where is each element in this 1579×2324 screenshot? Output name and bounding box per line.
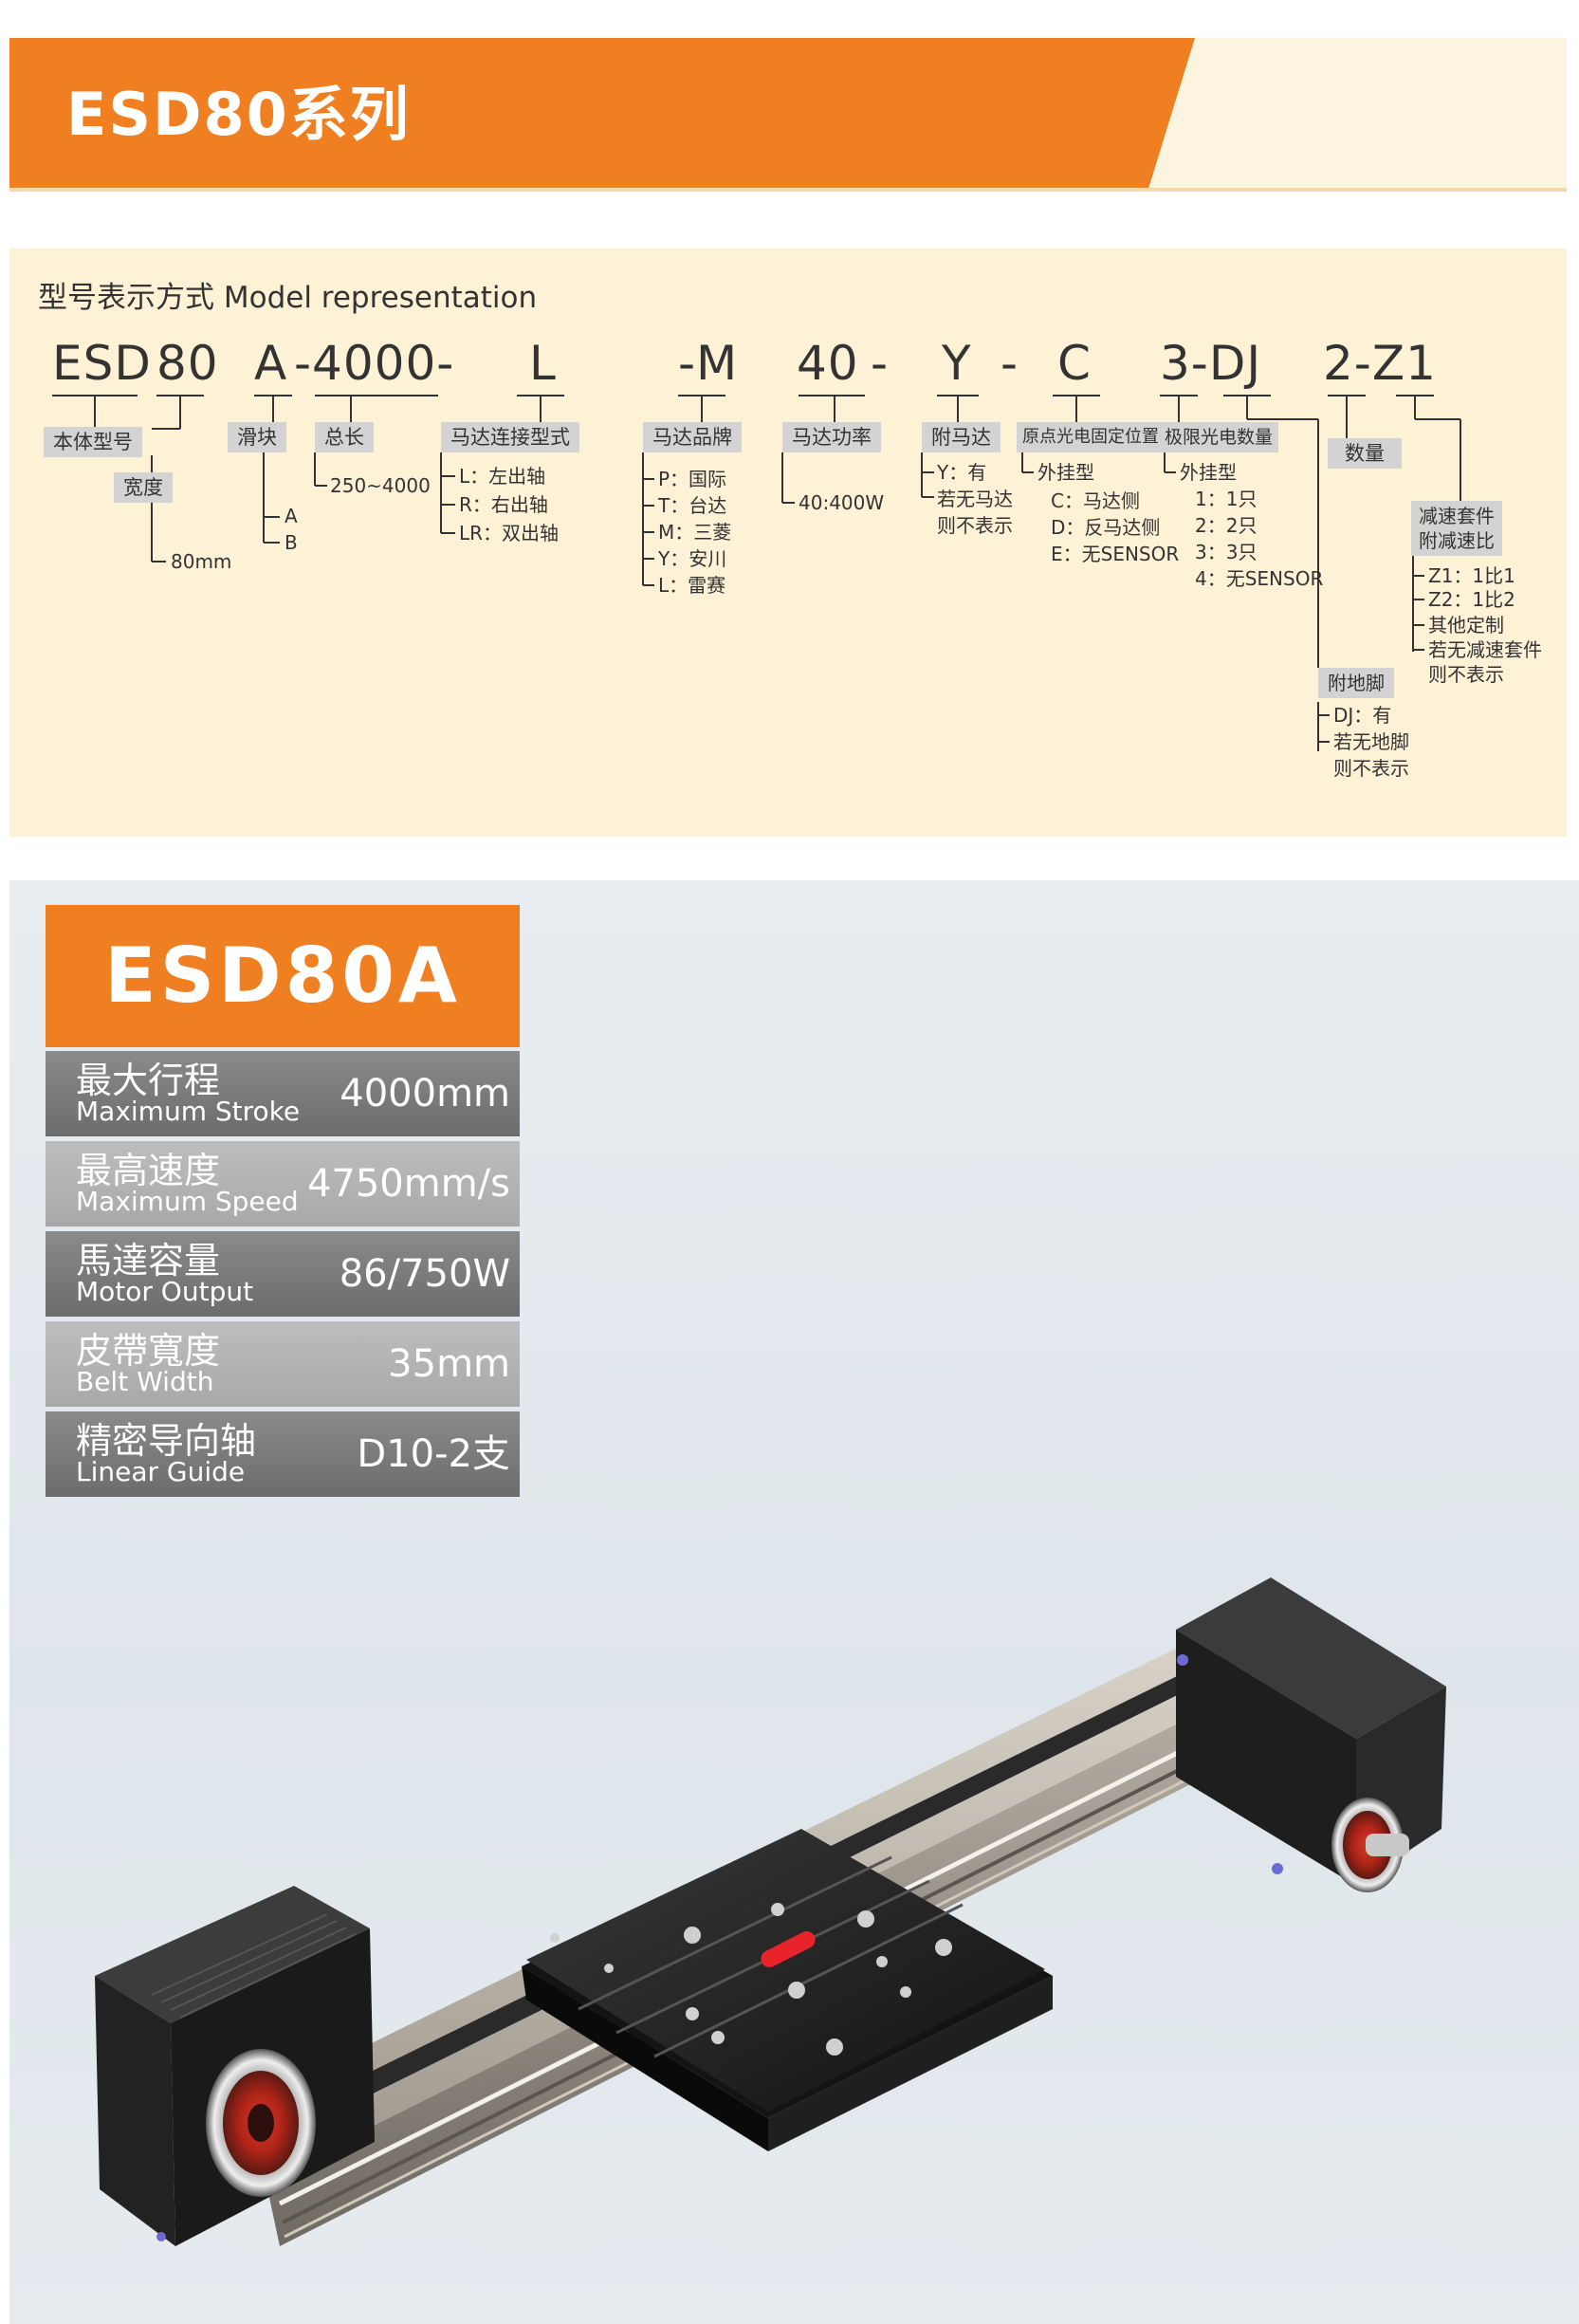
option-slider-a: A (285, 505, 298, 527)
option-conn-r: R：右出轴 (459, 493, 548, 516)
code-dash-2: - (1001, 336, 1019, 391)
spec-linear-guide: 精密导向轴 Linear Guide D10-2支 (46, 1411, 520, 1497)
label-connection-type: 马达连接型式 (441, 422, 579, 452)
spec-value: 4750mm/s (306, 1162, 510, 1206)
code-length: -4000- (294, 336, 455, 391)
spec-label-en: Motor Output (76, 1276, 254, 1307)
linear-actuator-image (95, 1577, 1446, 2246)
option-brand-y: Y：安川 (658, 547, 727, 570)
label-foot: 附地脚 (1318, 668, 1394, 698)
carriage-slider (522, 1829, 1053, 2151)
code-sensor: C (1057, 336, 1092, 391)
option-reducer-custom: 其他定制 (1428, 614, 1504, 636)
code-motor: Y (942, 336, 972, 391)
option-limit-4: 4：无SENSOR (1195, 567, 1324, 590)
option-motor-none: 若无马达 (937, 488, 1013, 510)
label-motor-brand: 马达品牌 (643, 422, 742, 452)
spec-max-speed: 最高速度 Maximum Speed 4750mm/s (46, 1141, 520, 1227)
spec-label-zh: 馬達容量 (76, 1240, 221, 1282)
code-connection: L (529, 336, 557, 391)
option-brand-m: M：三菱 (658, 521, 732, 544)
option-reducer-omit: 则不表示 (1428, 663, 1504, 686)
option-length: 250~4000 (330, 474, 431, 497)
spec-card: ESD80A 最大行程 Maximum Stroke 4000mm 最高速度 M… (46, 905, 520, 1502)
label-reducer-kit: 减速套件 附减速比 (1411, 501, 1502, 556)
option-foot-none: 若无地脚 (1333, 730, 1409, 753)
connector-lines (52, 395, 1461, 751)
option-origin-c: C：马达侧 (1051, 489, 1140, 512)
spec-belt-width: 皮帶寬度 Belt Width 35mm (46, 1321, 520, 1407)
spec-label-zh: 皮帶寬度 (76, 1330, 221, 1372)
spec-value: 4000mm (340, 1072, 510, 1116)
option-foot-dj: DJ：有 (1333, 704, 1392, 727)
option-limit-2: 2：2只 (1195, 514, 1258, 537)
model-representation-panel: 型号表示方式 Model representation (9, 249, 1567, 837)
option-limit-external: 外挂型 (1180, 461, 1237, 484)
spec-value: 35mm (388, 1342, 510, 1386)
option-origin-e: E：无SENSOR (1051, 543, 1180, 565)
carriage-indicator-light (761, 1931, 816, 1967)
option-reducer-z1: Z1：1比1 (1428, 564, 1515, 587)
code-dash-1: - (871, 336, 890, 391)
option-slider-b: B (285, 531, 298, 554)
label-length: 总长 (315, 422, 374, 452)
option-foot-omit: 则不表示 (1333, 757, 1409, 780)
option-power: 40:400W (799, 491, 885, 514)
option-conn-lr: LR：双出轴 (459, 522, 560, 544)
far-end-housing (1176, 1577, 1446, 1892)
option-motor-y: Y：有 (937, 461, 987, 484)
spec-label-zh: 最大行程 (76, 1060, 221, 1101)
code-brand: -M (678, 336, 739, 391)
spec-label-en: Maximum Speed (76, 1186, 299, 1217)
near-end-housing (95, 1886, 375, 2246)
option-limit-3: 3：3只 (1195, 541, 1258, 563)
option-reducer-z2: Z2：1比2 (1428, 588, 1515, 611)
code-limit: 3-DJ (1160, 336, 1262, 391)
code-power: 40 (797, 336, 859, 391)
label-reducer-line1: 减速套件 (1419, 505, 1495, 527)
option-motor-omit: 则不表示 (937, 514, 1013, 537)
label-motor-power: 马达功率 (782, 422, 881, 452)
code-slider: A (254, 336, 288, 391)
option-conn-l: L：左出轴 (459, 465, 546, 488)
spec-label-en: Belt Width (76, 1366, 214, 1397)
label-slider: 滑块 (228, 422, 286, 452)
series-title: ESD80系列 (66, 80, 411, 149)
spec-label-zh: 最高速度 (76, 1150, 221, 1191)
option-brand-l: L：雷赛 (658, 574, 726, 597)
product-model-title: ESD80A (46, 905, 520, 1047)
option-origin-external: 外挂型 (1037, 461, 1094, 484)
spec-label-en: Maximum Stroke (76, 1096, 301, 1127)
series-header: ESD80系列 (9, 38, 1567, 192)
spec-max-stroke: 最大行程 Maximum Stroke 4000mm (46, 1051, 520, 1136)
spec-label-zh: 精密导向轴 (76, 1420, 257, 1462)
spec-motor-output: 馬達容量 Motor Output 86/750W (46, 1231, 520, 1317)
label-quantity: 数量 (1328, 438, 1402, 469)
label-width: 宽度 (114, 472, 173, 503)
spec-label-en: Linear Guide (76, 1456, 246, 1487)
code-esd: ESD (52, 336, 152, 391)
code-quantity: 2-Z1 (1323, 336, 1437, 391)
option-origin-d: D：反马达侧 (1051, 516, 1161, 539)
option-reducer-none: 若无减速套件 (1428, 638, 1542, 661)
label-with-motor: 附马达 (922, 422, 1001, 452)
label-body-model: 本体型号 (44, 427, 142, 457)
option-brand-p: P：国际 (658, 468, 727, 490)
option-brand-t: T：台达 (658, 494, 727, 517)
header-orange-band (9, 38, 1567, 192)
model-heading: 型号表示方式 Model representation (38, 281, 538, 315)
label-limit-sensor: 极限光电数量 (1159, 422, 1279, 452)
option-width: 80mm (171, 550, 232, 573)
spec-value: D10-2支 (357, 1432, 510, 1476)
option-limit-1: 1：1只 (1195, 488, 1258, 510)
label-reducer-line2: 附减速比 (1419, 529, 1495, 552)
code-width: 80 (156, 336, 219, 391)
spec-value: 86/750W (339, 1252, 510, 1296)
label-origin-sensor: 原点光电固定位置 (1017, 422, 1165, 452)
product-section: ESD80A 最大行程 Maximum Stroke 4000mm 最高速度 M… (9, 880, 1579, 2324)
